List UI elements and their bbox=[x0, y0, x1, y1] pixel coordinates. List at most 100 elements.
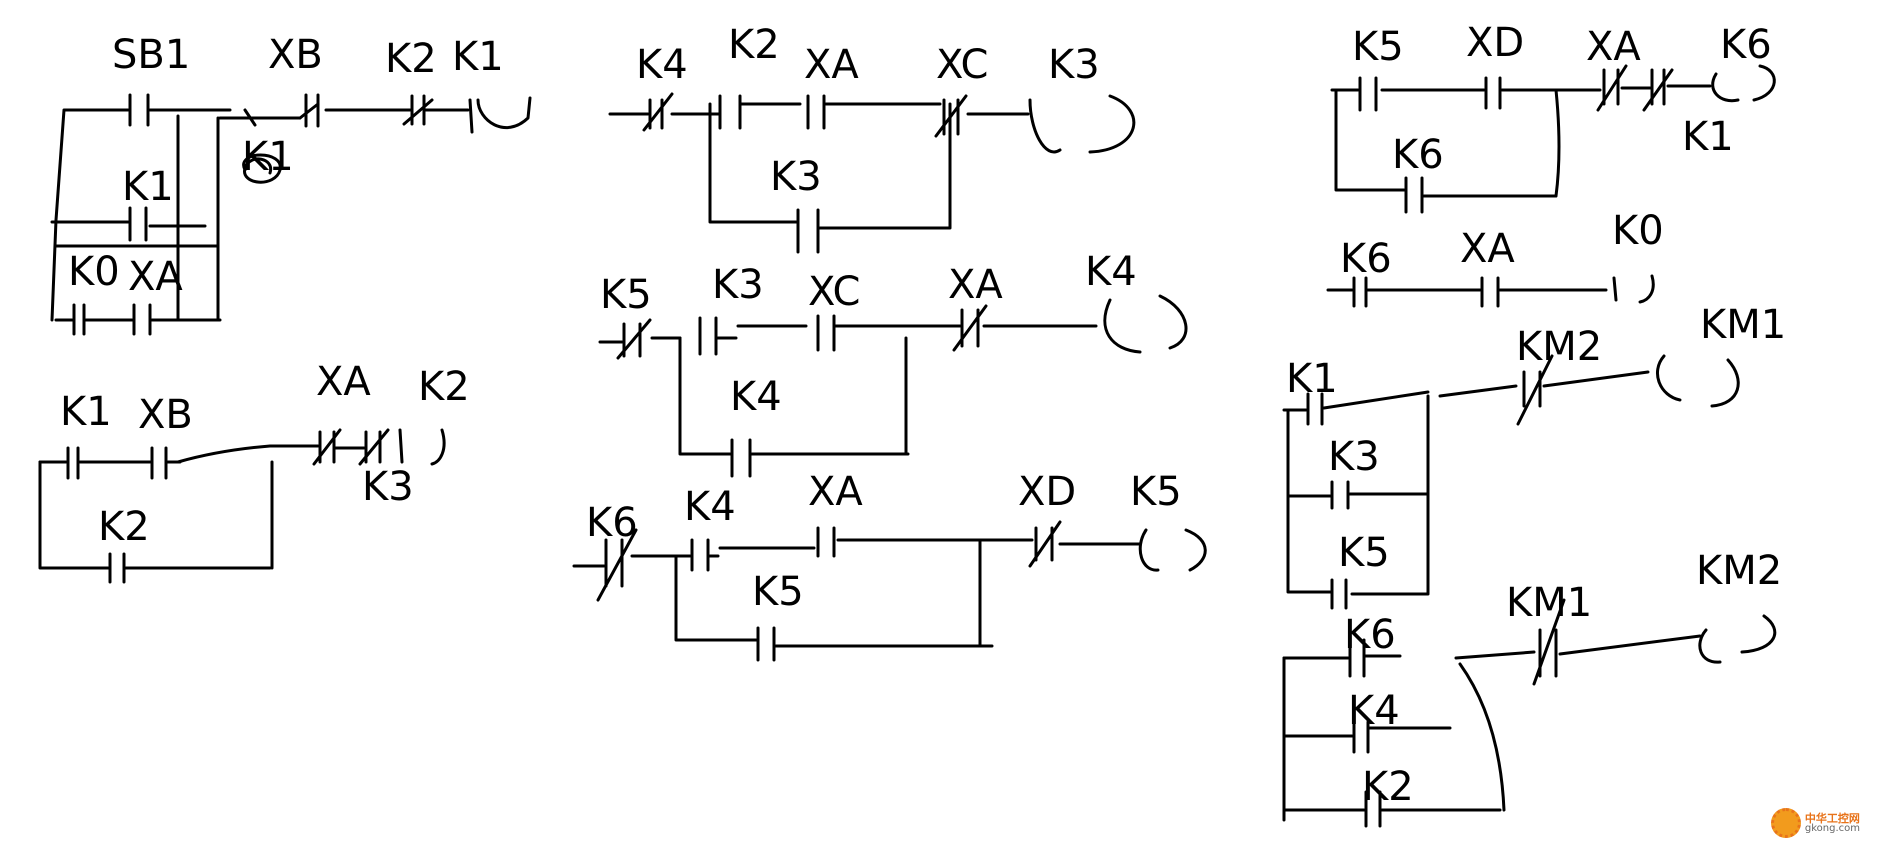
contact-xa-nc bbox=[1596, 64, 1628, 112]
label-k6: K6 bbox=[1340, 236, 1392, 282]
label-k5: K5 bbox=[600, 272, 652, 318]
contact-xa bbox=[1480, 276, 1500, 308]
label-km2-coil: KM2 bbox=[1696, 548, 1782, 594]
branch-k1 bbox=[50, 116, 220, 322]
label-k4-coil: K4 bbox=[1085, 249, 1137, 295]
label-km2: KM2 bbox=[1516, 324, 1602, 370]
label-k4-branch: K4 bbox=[730, 374, 782, 420]
label-xb: XB bbox=[268, 32, 323, 78]
label-km1-coil: KM1 bbox=[1700, 302, 1786, 348]
label-k6-coil: K6 bbox=[1720, 22, 1772, 68]
label-k2: K2 bbox=[385, 36, 437, 82]
contact-k2-nc bbox=[394, 94, 470, 126]
label-k2-coil: K2 bbox=[418, 364, 470, 410]
contact-k6-nc bbox=[596, 528, 638, 602]
label-k4: K4 bbox=[684, 484, 736, 530]
label-k1: K1 bbox=[60, 389, 112, 435]
contact-sb1 bbox=[128, 93, 150, 127]
label-xd: XD bbox=[1466, 20, 1524, 66]
wire bbox=[1330, 84, 1712, 92]
label-k3: K3 bbox=[1328, 434, 1380, 480]
label-k5-coil: K5 bbox=[1130, 469, 1182, 515]
rung-k4: K5 K3 XC XA K4 K4 bbox=[598, 249, 1188, 478]
contact-k2 bbox=[718, 94, 742, 130]
branch-k3 bbox=[708, 102, 952, 254]
watermark-url: gkong.com bbox=[1804, 822, 1860, 834]
label-k6: K6 bbox=[1344, 612, 1396, 658]
contact-xa-nc bbox=[952, 304, 988, 352]
wire bbox=[38, 444, 320, 464]
contact-km1-nc bbox=[1532, 598, 1566, 686]
label-k3-branch: K3 bbox=[770, 154, 822, 200]
label-k1-coil: K1 bbox=[452, 34, 504, 80]
label-k0: K0 bbox=[68, 249, 120, 295]
coil-k5 bbox=[1138, 528, 1207, 572]
label-k3: K3 bbox=[712, 262, 764, 308]
label-k5-branch: K5 bbox=[752, 569, 804, 615]
coil-k4 bbox=[1103, 294, 1188, 354]
contact-xb bbox=[150, 446, 182, 480]
contact-xd bbox=[1484, 76, 1502, 110]
label-k1-branch: K1 bbox=[122, 164, 174, 210]
contact-xc bbox=[816, 314, 836, 352]
coil-k1 bbox=[468, 96, 532, 134]
branch-k4 bbox=[678, 336, 910, 478]
watermark: 中华工控网 gkong.com bbox=[1770, 808, 1860, 838]
rung-k5: K6 K4 XA XD K5 K5 bbox=[572, 469, 1207, 662]
wire bbox=[218, 108, 302, 127]
branch-k0-xa bbox=[54, 244, 222, 336]
contact-k1 bbox=[66, 446, 80, 480]
wire bbox=[1282, 370, 1650, 412]
label-k3: K3 bbox=[362, 464, 414, 510]
label-xc: XC bbox=[936, 42, 988, 88]
contact-k4 bbox=[690, 538, 720, 572]
contact-k1-nc bbox=[1642, 68, 1674, 112]
coil-k0 bbox=[1612, 274, 1655, 304]
coil-km2 bbox=[1698, 614, 1777, 664]
contact-km2-nc bbox=[1516, 354, 1554, 426]
coil-k3 bbox=[1028, 94, 1136, 154]
blob-k1 bbox=[242, 153, 282, 184]
contact-k6 bbox=[1352, 276, 1368, 308]
label-k2: K2 bbox=[728, 22, 780, 68]
label-k1: K1 bbox=[1286, 356, 1338, 402]
rung-k1: SB1 XB K2 K1 K1 K1 K0 XA bbox=[50, 32, 532, 336]
contact-k1 bbox=[1306, 392, 1324, 426]
contact-k4-nc bbox=[642, 92, 674, 132]
label-k2: K2 bbox=[1362, 764, 1414, 810]
rung-km2: K6 KM1 KM2 K4 K2 bbox=[1282, 548, 1782, 828]
branch-k2 bbox=[38, 460, 274, 584]
branch-k6 bbox=[1334, 88, 1561, 214]
wire bbox=[598, 324, 1098, 344]
wire bbox=[572, 538, 1142, 568]
label-k6-branch: K6 bbox=[1392, 132, 1444, 178]
coil-k6 bbox=[1711, 64, 1776, 103]
coil-km1 bbox=[1655, 354, 1740, 408]
label-k4: K4 bbox=[636, 42, 688, 88]
branch-km2 bbox=[1282, 656, 1506, 828]
label-xa: XA bbox=[1460, 226, 1515, 272]
label-xd: XD bbox=[1018, 469, 1076, 515]
coil-k2 bbox=[398, 428, 446, 466]
rung-k6: K5 XD XA K6 K1 K6 bbox=[1330, 20, 1776, 214]
label-xa: XA bbox=[128, 254, 183, 300]
contact-k3 bbox=[698, 316, 738, 356]
contact-xa-nc bbox=[312, 428, 366, 466]
label-km1: KM1 bbox=[1506, 580, 1592, 626]
label-k4: K4 bbox=[1348, 688, 1400, 734]
gear-icon bbox=[1770, 808, 1801, 838]
wire bbox=[1282, 634, 1702, 660]
label-xa: XA bbox=[316, 359, 371, 405]
label-k0-coil: K0 bbox=[1612, 208, 1664, 254]
label-xb: XB bbox=[138, 392, 193, 438]
contact-xa bbox=[806, 94, 826, 130]
label-xa: XA bbox=[948, 262, 1003, 308]
contact-k3-nc bbox=[358, 428, 390, 466]
rung-k0: K6 XA K0 bbox=[1326, 208, 1664, 308]
label-k5: K5 bbox=[1338, 530, 1390, 576]
contact-xd-nc bbox=[1028, 520, 1062, 568]
rung-km1: K1 KM2 KM1 K3 K5 bbox=[1282, 302, 1786, 610]
contact-k5 bbox=[1358, 76, 1378, 112]
label-xc: XC bbox=[808, 269, 860, 315]
